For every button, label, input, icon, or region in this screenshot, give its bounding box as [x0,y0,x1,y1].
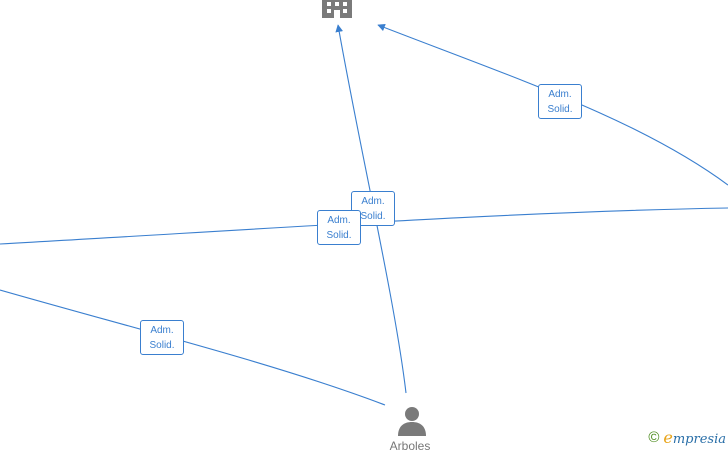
person-name[interactable]: Arboles [389,439,431,453]
watermark: © empresia [648,428,726,447]
building-icon[interactable] [322,0,352,18]
relation-label-line2: Solid. [149,340,175,351]
relation-label-line2: Solid. [326,230,352,241]
relation-label-line2: Solid. [547,104,573,115]
relation-label[interactable]: Adm. Solid. [317,210,361,245]
relation-label-line1: Adm. [548,89,572,100]
relation-label[interactable]: Adm. Solid. [538,84,582,119]
brand-logo: empresia [663,428,726,447]
person-icon[interactable] [398,407,426,436]
brand-name: mpresia [672,432,726,447]
relation-label-line1: Adm. [150,325,174,336]
copyright-symbol: © [648,429,660,446]
relation-label-line1: Adm. [361,196,385,207]
relation-label[interactable]: Adm. Solid. [140,320,184,355]
brand-initial: e [663,428,673,447]
relation-label-line1: Adm. [327,215,351,226]
relation-label-line2: Solid. [360,211,386,222]
edge-left-to-person [0,289,386,406]
